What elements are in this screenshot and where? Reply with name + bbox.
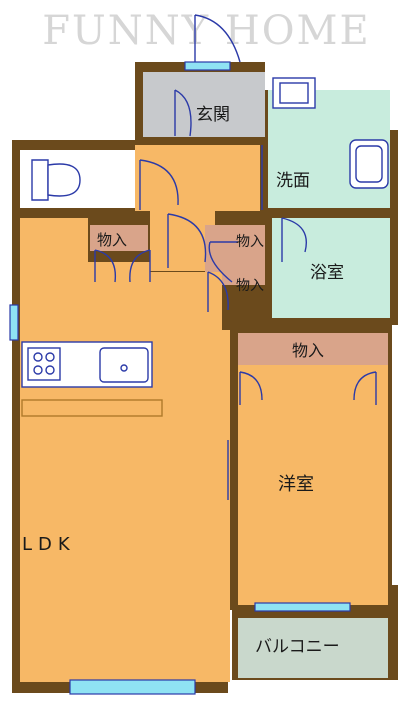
storage-d-label: 物入 bbox=[292, 341, 324, 360]
hall-floor bbox=[135, 145, 260, 211]
room-labels: 玄関 洗面 浴室 物入 物入 物入 物入 洋室 LDK バルコニー bbox=[22, 105, 344, 657]
western-room-label: 洋室 bbox=[278, 474, 314, 495]
bathroom-label: 浴室 bbox=[310, 263, 344, 283]
storage-a-floor bbox=[90, 225, 148, 251]
ldk-label: LDK bbox=[22, 534, 76, 555]
storage-b-label: 物入 bbox=[236, 234, 264, 250]
storage-d-floor bbox=[238, 333, 388, 365]
balcony-label: バルコニー bbox=[255, 637, 340, 657]
balcony-floor bbox=[238, 618, 388, 678]
floors bbox=[20, 72, 390, 682]
windows bbox=[9, 61, 351, 695]
window-ldk bbox=[69, 679, 196, 695]
western-floor bbox=[238, 333, 388, 605]
storage-a-label: 物入 bbox=[97, 231, 127, 249]
fixtures bbox=[21, 77, 389, 417]
window-side bbox=[9, 304, 19, 341]
entrance-floor bbox=[143, 72, 265, 137]
washroom-label: 洗面 bbox=[276, 171, 310, 191]
watermark: FUNNY HOME bbox=[42, 8, 371, 54]
doors bbox=[94, 14, 377, 500]
window-entrance bbox=[184, 61, 231, 71]
window-western bbox=[254, 602, 351, 612]
entrance-label: 玄関 bbox=[196, 105, 230, 125]
ldk-floor bbox=[20, 218, 230, 682]
bathroom-floor bbox=[272, 218, 390, 318]
storage-c-label: 物入 bbox=[236, 278, 264, 294]
